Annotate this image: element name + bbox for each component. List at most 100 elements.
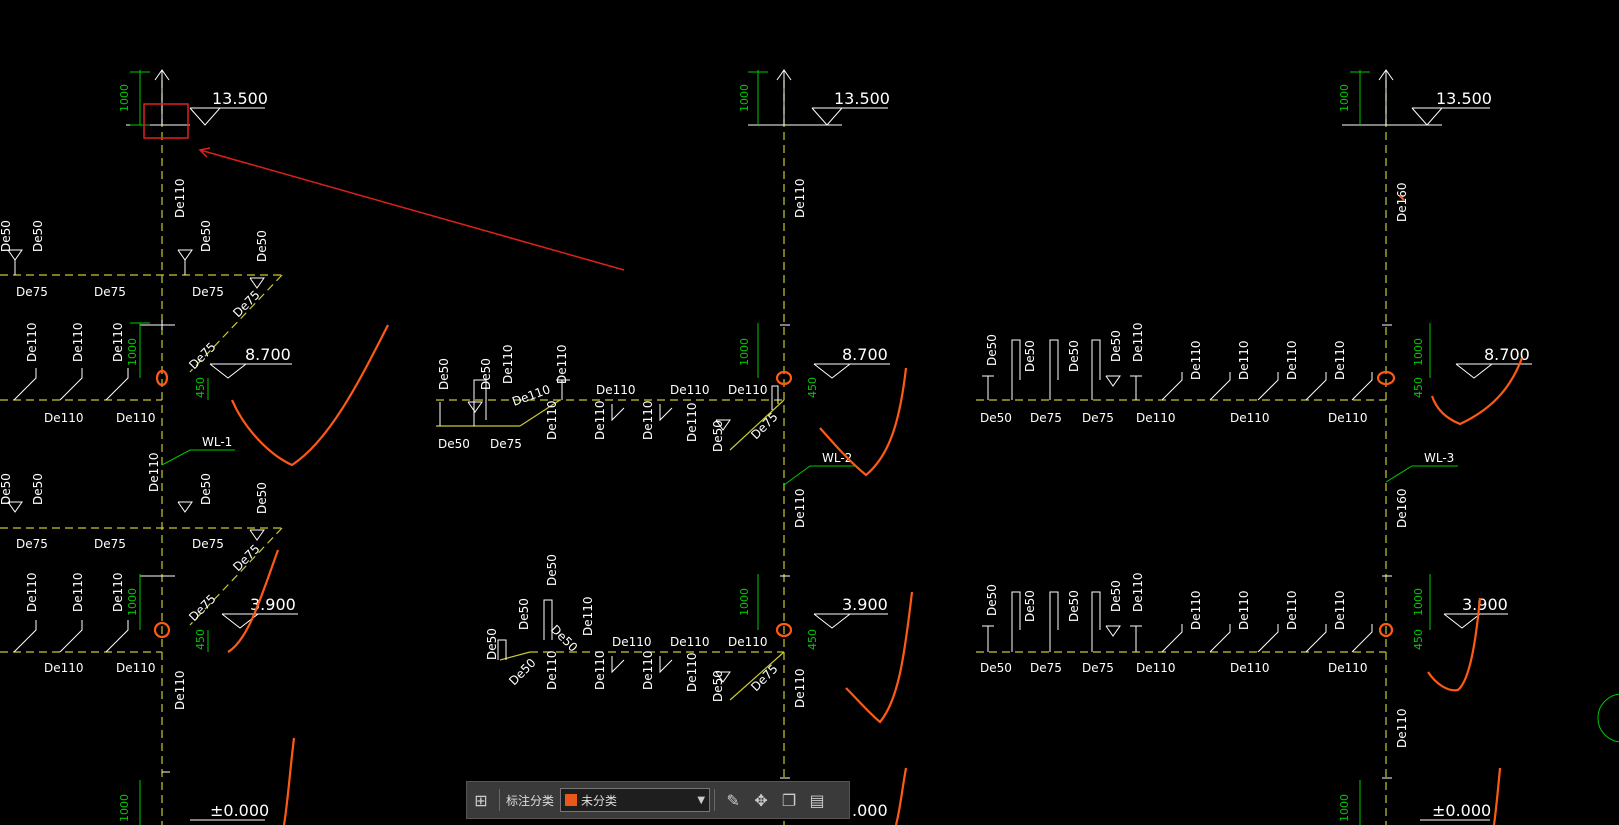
svg-text:De50: De50 — [31, 220, 45, 252]
svg-text:De110: De110 — [501, 344, 515, 384]
svg-text:450: 450 — [806, 377, 819, 398]
svg-text:De50: De50 — [506, 656, 538, 688]
selection-box[interactable] — [143, 103, 189, 139]
svg-text:De110: De110 — [147, 452, 161, 492]
elevation-0000: ±0.000 — [210, 801, 269, 820]
svg-text:De110: De110 — [1131, 572, 1145, 612]
svg-text:De110: De110 — [641, 400, 655, 440]
svg-text:De50: De50 — [1109, 580, 1123, 612]
copy-icon[interactable]: ❐ — [781, 790, 797, 810]
riser-column-wl2: 13.500 1000 De110 8.700 1000 450 De110 D… — [436, 69, 914, 825]
svg-text:De75: De75 — [748, 410, 780, 442]
svg-text:1000: 1000 — [738, 588, 751, 616]
annotation-category-label: 标注分类 — [506, 793, 555, 808]
annotation-category-select[interactable]: 未分类 ▼ — [560, 788, 711, 812]
svg-text:450: 450 — [1412, 377, 1425, 398]
svg-text:De110: De110 — [44, 411, 84, 425]
riser-column-wl3: 13.500 1000 De160 8.700 1000 450 De50 De… — [976, 69, 1619, 825]
svg-text:De50: De50 — [438, 437, 470, 451]
svg-text:De75: De75 — [230, 288, 262, 320]
svg-text:De110: De110 — [111, 322, 125, 362]
svg-text:1000: 1000 — [738, 84, 751, 112]
svg-text:De110: De110 — [555, 344, 569, 384]
move-icon[interactable]: ✥ — [754, 790, 768, 810]
svg-text:De160: De160 — [1395, 182, 1409, 222]
leader-arrow — [199, 149, 625, 271]
svg-text:De110: De110 — [793, 178, 807, 218]
svg-text:De160: De160 — [1395, 488, 1409, 528]
svg-text:De110: De110 — [1328, 411, 1368, 425]
svg-text:De110: De110 — [793, 668, 807, 708]
pipe-fitting-marker — [155, 369, 169, 387]
crosshair-circle — [1597, 693, 1619, 743]
svg-text:De50: De50 — [1023, 340, 1037, 372]
svg-text:De110: De110 — [793, 488, 807, 528]
svg-text:De110: De110 — [1230, 661, 1270, 675]
svg-text:De50: De50 — [517, 598, 531, 630]
svg-text:450: 450 — [194, 629, 207, 650]
svg-text:De110: De110 — [685, 402, 699, 442]
svg-text:De110: De110 — [1333, 340, 1347, 380]
svg-text:3.900: 3.900 — [1462, 595, 1508, 614]
svg-text:De50: De50 — [0, 220, 13, 252]
svg-text:De110: De110 — [593, 400, 607, 440]
svg-text:De110: De110 — [1189, 590, 1203, 630]
svg-text:De50: De50 — [1067, 590, 1081, 622]
svg-text:De75: De75 — [230, 542, 262, 574]
category-color-swatch — [565, 794, 578, 806]
svg-text:450: 450 — [1412, 629, 1425, 650]
svg-text:8.700: 8.700 — [1484, 345, 1530, 364]
svg-text:1000: 1000 — [1412, 338, 1425, 366]
svg-text:13.500: 13.500 — [834, 89, 890, 108]
svg-text:De110: De110 — [116, 411, 156, 425]
svg-text:De50: De50 — [548, 622, 580, 654]
svg-text:De75: De75 — [192, 537, 224, 551]
svg-text:450: 450 — [194, 377, 207, 398]
svg-text:.000: .000 — [852, 801, 888, 820]
dim-1000: 1000 — [118, 84, 131, 112]
svg-text:De50: De50 — [711, 670, 725, 702]
svg-text:1000: 1000 — [126, 338, 139, 366]
svg-text:De50: De50 — [711, 420, 725, 452]
svg-text:De110: De110 — [1230, 411, 1270, 425]
svg-text:De110: De110 — [685, 652, 699, 692]
svg-text:De110: De110 — [670, 383, 710, 397]
svg-text:De50: De50 — [985, 334, 999, 366]
svg-text:De110: De110 — [25, 572, 39, 612]
svg-text:De110: De110 — [71, 322, 85, 362]
svg-text:De110: De110 — [728, 383, 768, 397]
svg-text:450: 450 — [806, 629, 819, 650]
svg-text:De75: De75 — [186, 592, 218, 624]
svg-text:De50: De50 — [479, 358, 493, 390]
svg-text:De110: De110 — [1189, 340, 1203, 380]
edit-icon[interactable]: ✎ — [726, 790, 740, 810]
svg-text:De50: De50 — [0, 473, 13, 505]
riser-column-wl1: 13.500 1000 De110 De75 De75 De75 De75 De… — [0, 69, 625, 825]
svg-text:De75: De75 — [192, 285, 224, 299]
svg-text:De50: De50 — [199, 220, 213, 252]
svg-text:De110: De110 — [593, 650, 607, 690]
svg-text:De50: De50 — [980, 411, 1012, 425]
svg-text:13.500: 13.500 — [1436, 89, 1492, 108]
svg-text:±0.000: ±0.000 — [1432, 801, 1491, 820]
svg-text:De110: De110 — [1285, 340, 1299, 380]
svg-text:1000: 1000 — [126, 588, 139, 616]
svg-text:De110: De110 — [25, 322, 39, 362]
svg-text:De110: De110 — [670, 635, 710, 649]
svg-text:De50: De50 — [980, 661, 1012, 675]
svg-text:De75: De75 — [16, 285, 48, 299]
svg-text:De75: De75 — [1082, 661, 1114, 675]
svg-text:1000: 1000 — [118, 794, 131, 822]
svg-text:1000: 1000 — [738, 338, 751, 366]
svg-text:De110: De110 — [641, 650, 655, 690]
svg-text:De75: De75 — [490, 437, 522, 451]
svg-text:De110: De110 — [545, 400, 559, 440]
svg-text:De50: De50 — [1109, 330, 1123, 362]
chevron-down-icon: ▼ — [697, 794, 706, 806]
svg-text:De110: De110 — [116, 661, 156, 675]
paste-icon[interactable]: ▤ — [809, 790, 825, 810]
grid-apps-icon[interactable]: ⊞ — [474, 790, 488, 810]
svg-text:De75: De75 — [16, 537, 48, 551]
svg-text:De75: De75 — [1082, 411, 1114, 425]
